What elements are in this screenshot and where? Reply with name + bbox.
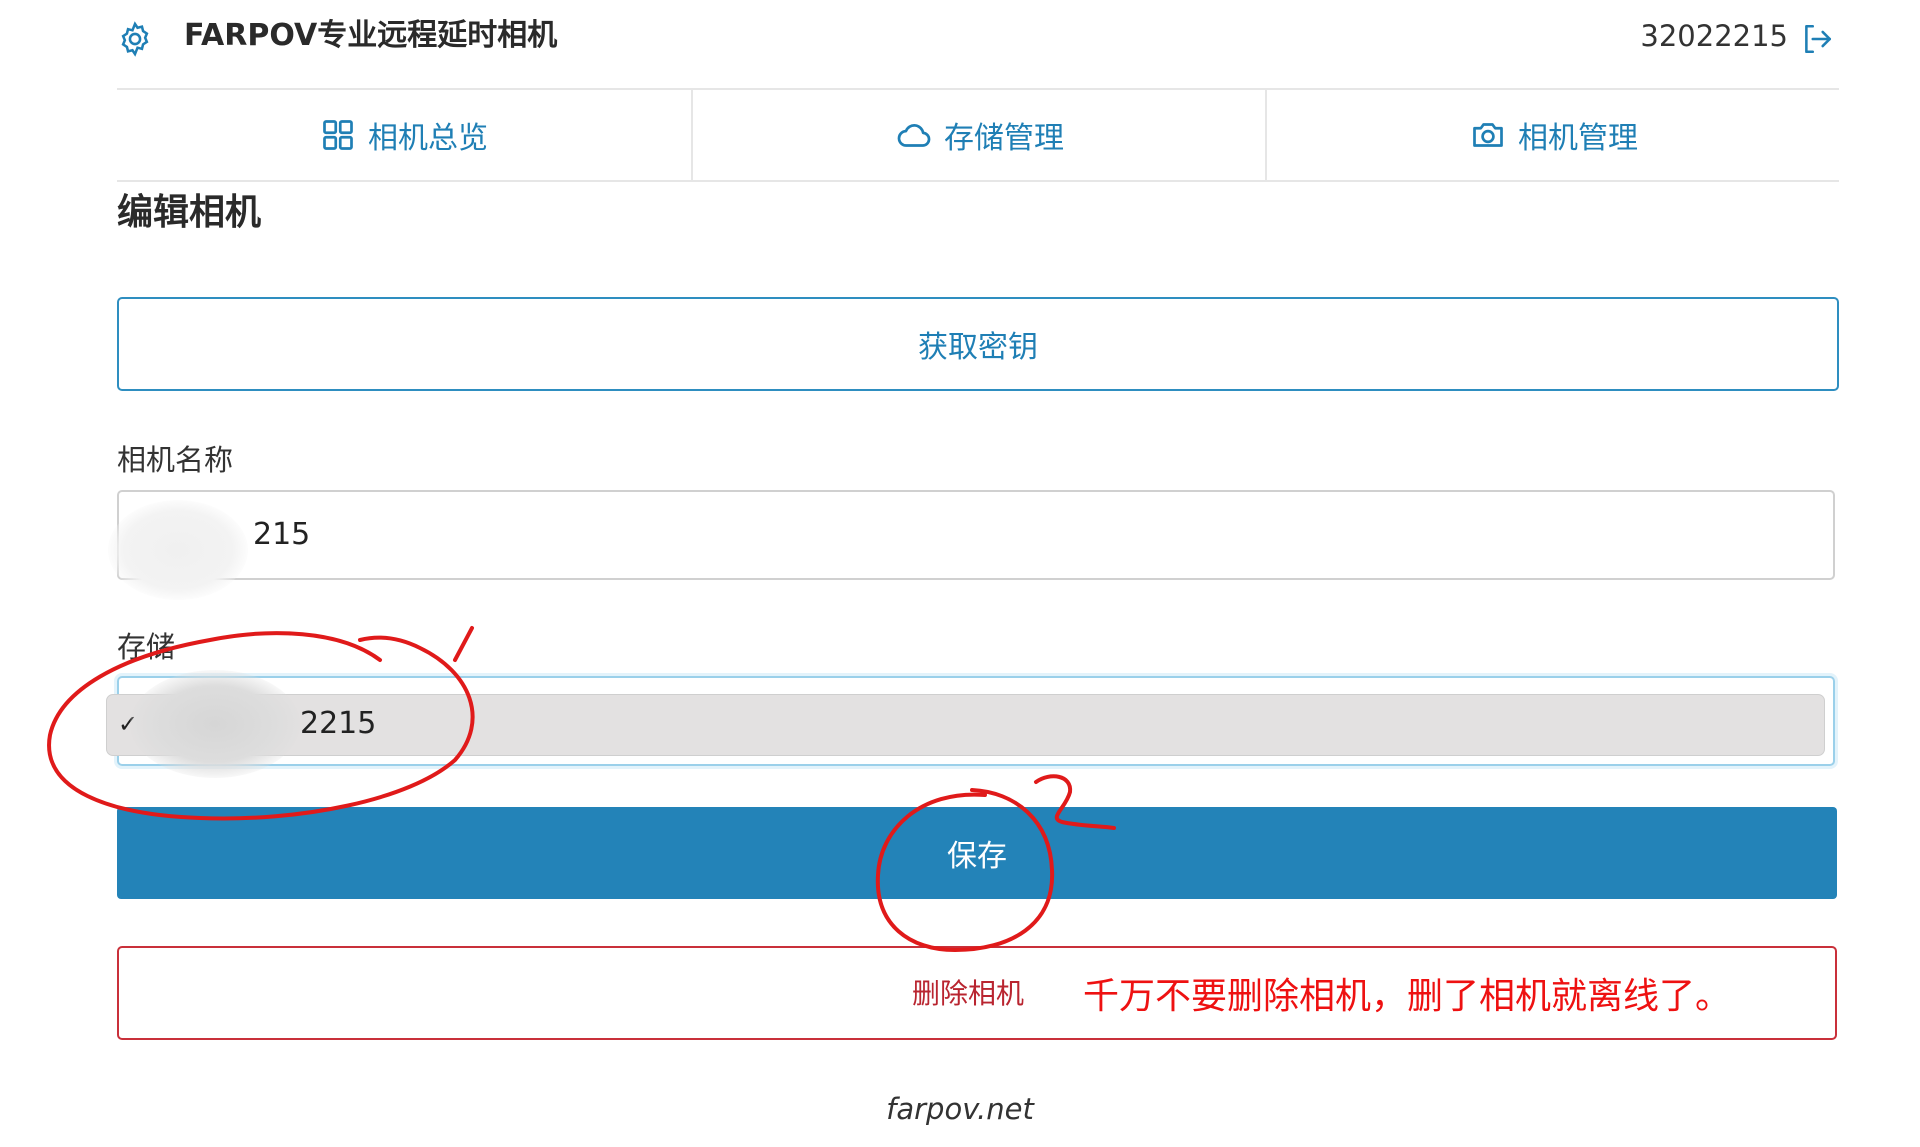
delete-camera-label[interactable]: 删除相机 — [912, 977, 1025, 1010]
redaction-blur — [108, 500, 248, 600]
tab-label: 相机总览 — [368, 121, 488, 156]
header-divider — [117, 88, 1839, 90]
camera-name-value: 215 — [253, 517, 311, 552]
tab-camera-overview[interactable]: 相机总览 — [117, 90, 691, 180]
page-title: 编辑相机 — [117, 192, 262, 233]
gear-icon[interactable] — [116, 20, 154, 58]
tabs-divider — [117, 180, 1839, 182]
camera-name-input[interactable]: 215 — [117, 490, 1835, 580]
camera-icon — [1473, 123, 1503, 147]
tab-label: 相机管理 — [1518, 121, 1638, 156]
cloud-icon — [897, 124, 931, 147]
get-key-button[interactable]: 获取密钥 — [117, 297, 1839, 391]
grid-icon — [323, 120, 353, 150]
redaction-blur — [130, 670, 300, 778]
get-key-label: 获取密钥 — [918, 330, 1038, 365]
user-id: 32022215 — [1640, 19, 1788, 53]
tab-label: 存储管理 — [944, 121, 1064, 156]
camera-name-label: 相机名称 — [117, 443, 234, 477]
logout-icon[interactable] — [1800, 22, 1834, 56]
save-label: 保存 — [947, 839, 1007, 874]
storage-label: 存储 — [117, 630, 176, 664]
mark-1 — [453, 626, 474, 662]
footer-site: farpov.net — [886, 1092, 1034, 1126]
tab-storage-management[interactable]: 存储管理 — [691, 90, 1267, 180]
storage-option-label: 2215 — [300, 706, 377, 741]
brand-title: FARPOV专业远程延时相机 — [184, 18, 558, 53]
warning-annotation: 千万不要删除相机，删了相机就离线了。 — [1083, 976, 1732, 1017]
delete-camera-button[interactable] — [117, 946, 1837, 1040]
save-button[interactable]: 保存 — [117, 807, 1837, 899]
tab-camera-management[interactable]: 相机管理 — [1265, 90, 1841, 180]
